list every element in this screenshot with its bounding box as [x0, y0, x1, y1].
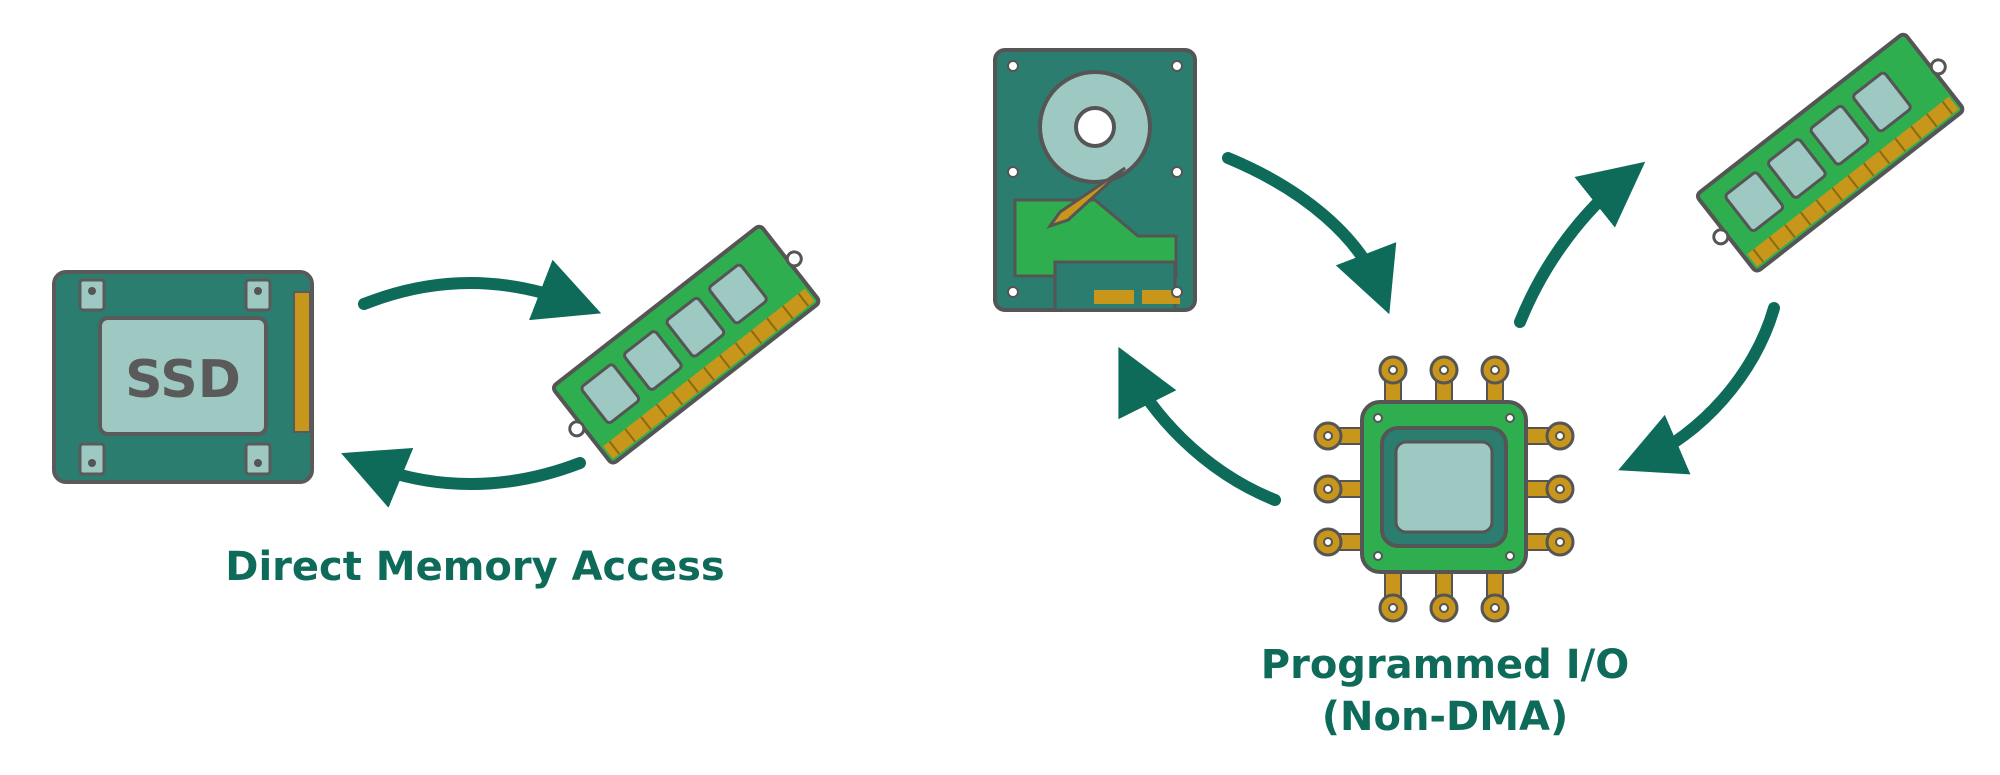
- ram-module-icon: [551, 224, 821, 465]
- ssd-drive-icon: SSD: [52, 270, 314, 484]
- flow-arrow-icon: [1618, 302, 1780, 475]
- dma-caption: Direct Memory Access: [225, 544, 724, 590]
- flow-arrow-icon: [1222, 152, 1397, 315]
- flow-arrow-icon: [1118, 346, 1281, 506]
- hard-disk-drive-icon: [993, 48, 1197, 312]
- pio-caption-line1: Programmed I/O: [1261, 642, 1629, 688]
- flow-arrow-icon: [341, 447, 586, 508]
- ssd-label: SSD: [125, 350, 241, 410]
- flow-arrow-icon: [358, 259, 602, 321]
- cpu-chip-icon: [1313, 355, 1575, 623]
- ram-module-icon: [1695, 32, 1965, 273]
- flow-arrow-icon: [1514, 161, 1646, 328]
- pio-caption-line2: (Non-DMA): [1322, 694, 1569, 740]
